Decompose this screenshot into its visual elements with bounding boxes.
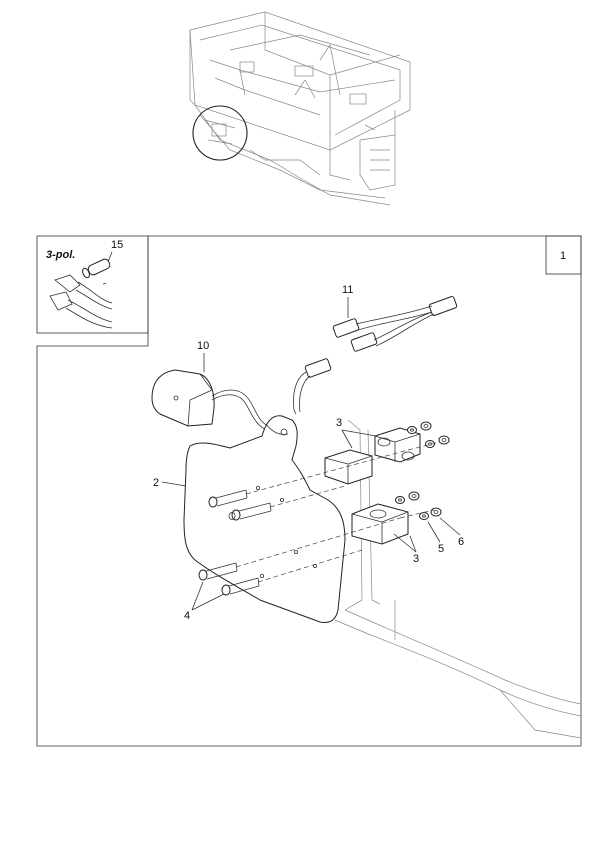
callout-11: 11 <box>342 284 353 296</box>
clamp-block-lower-drawing <box>351 503 409 545</box>
bracket-plate-drawing <box>183 415 346 623</box>
inset-title: 3-pol. <box>46 249 75 261</box>
callout-10: 10 <box>197 340 209 352</box>
callout-3-upper: 3 <box>336 417 342 429</box>
callout-5: 5 <box>438 543 444 555</box>
page-number-box: 1 <box>545 235 582 275</box>
lamp-drawing <box>151 369 269 431</box>
page-number: 1 <box>560 250 566 262</box>
washers-nuts-drawing <box>395 421 450 520</box>
inset-callout-15: 15 <box>111 239 123 251</box>
frame-tube-drawing <box>334 419 582 739</box>
bolts-drawing <box>198 441 441 596</box>
wiring-harness-drawing <box>293 295 458 415</box>
machine-overview-drawing <box>189 11 411 206</box>
callout-3-lower: 3 <box>413 553 419 565</box>
callout-6: 6 <box>458 536 464 548</box>
inset-box: 3-pol. 15 <box>36 235 149 334</box>
callout-2: 2 <box>153 477 159 489</box>
callout-4: 4 <box>184 610 190 622</box>
clamp-block-upper-drawing <box>324 427 421 485</box>
connector-seal-drawing <box>49 258 113 329</box>
